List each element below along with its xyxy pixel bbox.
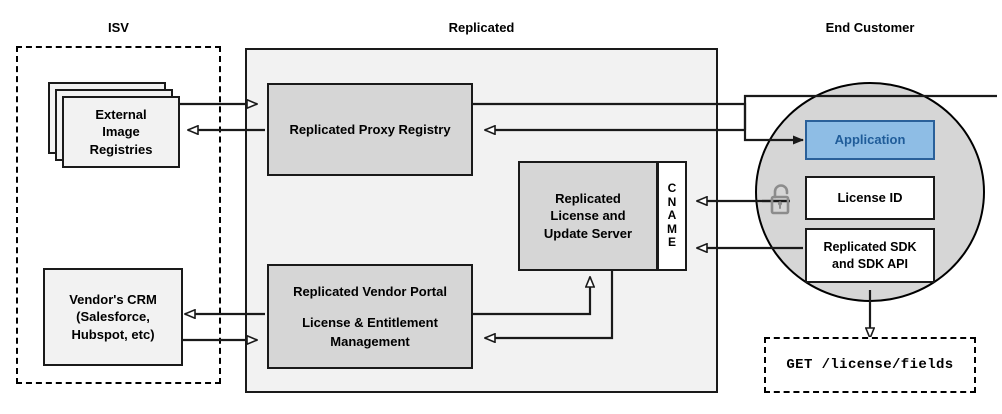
external-image-registries-line2: Image	[102, 124, 140, 140]
vendors-crm-line3: Hubspot, etc)	[71, 326, 155, 342]
license-server-line3: Update Server	[543, 225, 633, 241]
replicated-sdk-line1: Replicated SDK	[823, 239, 917, 254]
external-image-registries[interactable]: External Image Registries	[62, 96, 180, 168]
external-image-registries-line3: Registries	[89, 141, 153, 157]
replicated-license-and-update-server[interactable]: Replicated License and Update Server	[518, 161, 658, 271]
application[interactable]: Application	[805, 120, 935, 160]
replicated-proxy-registry-label: Replicated Proxy Registry	[289, 121, 451, 137]
isv-zone	[16, 46, 221, 384]
cname-endpoint[interactable]: C N A M E	[657, 161, 687, 271]
zone-title-replicated: Replicated	[448, 20, 515, 35]
api-request-box: GET /license/fields	[764, 337, 976, 393]
api-request-label: GET /license/fields	[786, 357, 954, 373]
vendors-crm-line1: Vendor's CRM	[69, 291, 157, 307]
zone-title-isv: ISV	[108, 20, 129, 35]
vendor-portal-line1: Replicated Vendor Portal	[293, 283, 447, 299]
vendor-portal-line3: Management	[330, 333, 410, 349]
external-image-registries-line1: External	[95, 106, 147, 122]
cname-letter-n: N	[667, 194, 677, 209]
replicated-sdk-line2: and SDK API	[832, 256, 908, 271]
vendor-portal-line2: License & Entitlement	[302, 314, 438, 330]
zone-title-end-customer: End Customer	[825, 20, 915, 35]
cname-letter-c: C	[667, 181, 677, 196]
replicated-proxy-registry[interactable]: Replicated Proxy Registry	[267, 83, 473, 176]
vendors-crm[interactable]: Vendor's CRM (Salesforce, Hubspot, etc)	[43, 268, 183, 366]
vendors-crm-line2: (Salesforce,	[76, 309, 150, 325]
cname-letter-e: E	[667, 235, 676, 250]
license-server-line2: License and	[550, 208, 626, 224]
application-label: Application	[834, 132, 906, 148]
cname-letter-a: A	[667, 208, 677, 223]
replicated-sdk-and-api[interactable]: Replicated SDK and SDK API	[805, 228, 935, 283]
replicated-vendor-portal[interactable]: Replicated Vendor Portal License & Entit…	[267, 264, 473, 369]
license-server-line1: Replicated	[555, 190, 621, 206]
unlocked-padlock-icon	[767, 182, 795, 218]
license-id[interactable]: License ID	[805, 176, 935, 220]
license-id-label: License ID	[837, 190, 903, 206]
cname-letter-m: M	[667, 221, 677, 236]
